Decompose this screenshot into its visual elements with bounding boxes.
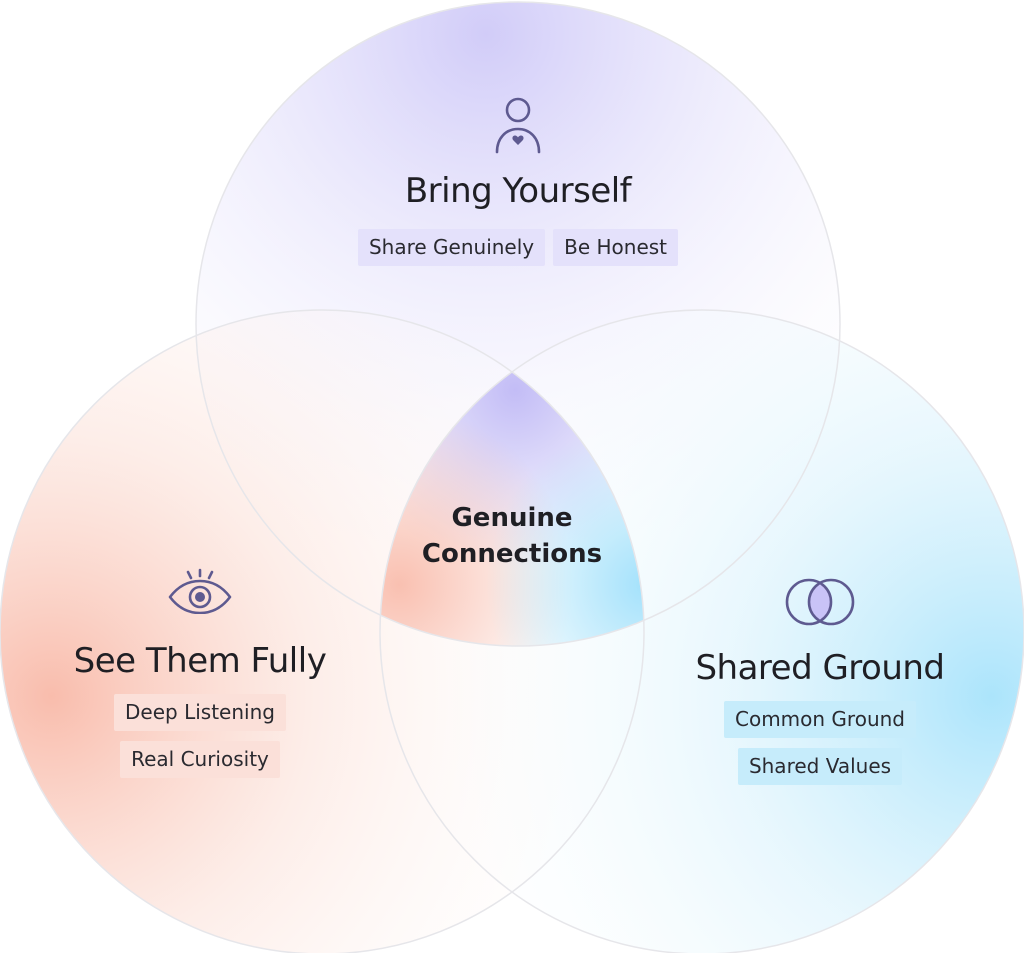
outline-left [0, 309, 645, 953]
person-heart-icon [495, 97, 541, 154]
tag-shared-values: Shared Values [737, 748, 903, 785]
tag-common-ground: Common Ground [724, 701, 916, 738]
section-see-them-fully: See Them Fully Deep Listening Real Curio… [40, 568, 360, 778]
title-see-them-fully: See Them Fully [73, 641, 327, 681]
tag-be-honest: Be Honest [553, 229, 679, 266]
section-shared-ground: Shared Ground Common Ground Shared Value… [665, 575, 975, 785]
center-title-line1: Genuine [451, 503, 573, 533]
eye-icon [168, 568, 232, 614]
center-title-line2: Connections [421, 539, 603, 569]
outline-right [379, 309, 1024, 953]
overlapping-circles-icon [785, 578, 855, 626]
tags-bring-yourself: Share Genuinely Be Honest [357, 229, 679, 266]
section-genuine-connections: Genuine Connections [392, 500, 632, 572]
tag-deep-listening: Deep Listening [114, 694, 286, 731]
section-bring-yourself: Bring Yourself Share Genuinely Be Honest [318, 96, 718, 266]
tag-real-curiosity: Real Curiosity [120, 741, 280, 778]
tag-share-genuinely: Share Genuinely [357, 229, 546, 266]
title-shared-ground: Shared Ground [695, 648, 945, 688]
outline-top [195, 1, 841, 647]
title-bring-yourself: Bring Yourself [404, 171, 632, 211]
tags-see-them-fully: Deep Listening Real Curiosity [114, 694, 286, 778]
tags-shared-ground: Common Ground Shared Values [724, 701, 916, 785]
